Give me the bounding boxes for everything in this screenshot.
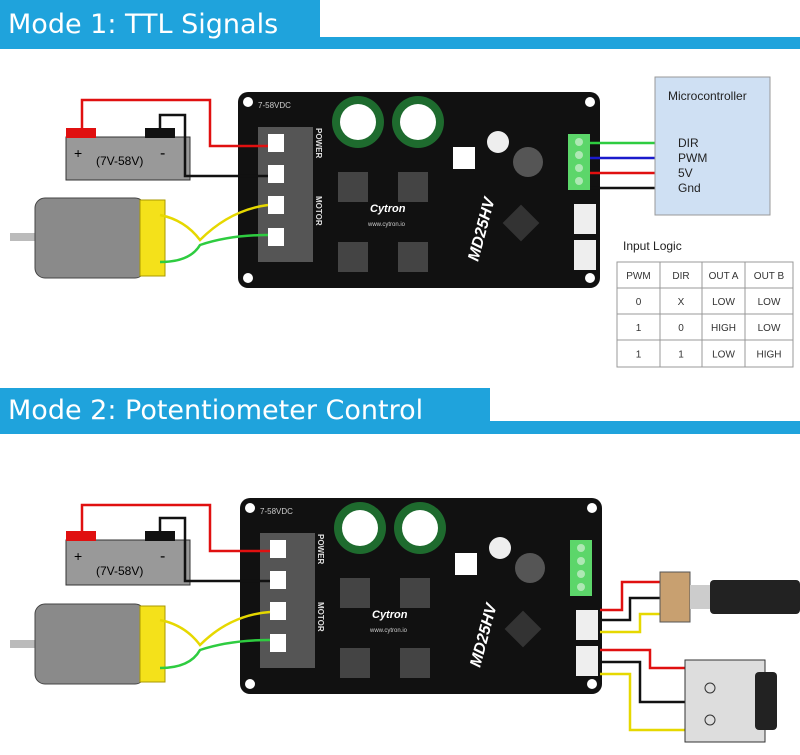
header-box bbox=[0, 388, 490, 434]
potentiometer[interactable] bbox=[659, 571, 800, 623]
table-header: DIR bbox=[672, 271, 689, 282]
table-cell bbox=[659, 287, 703, 315]
battery-plus-sign: + bbox=[74, 548, 82, 564]
table-cell bbox=[744, 313, 794, 341]
table-header: OUT B bbox=[754, 271, 785, 282]
table-cell-text: 0 bbox=[636, 297, 642, 308]
board-website: www.cytron.io bbox=[367, 222, 406, 228]
table-cell-text: HIGH bbox=[711, 323, 736, 334]
input-logic-title: Input Logic bbox=[623, 239, 682, 253]
mode2-title: Mode 2: Potentiometer Control bbox=[8, 395, 423, 426]
mode1-title: Mode 1: TTL Signals bbox=[8, 9, 278, 40]
board-voltage: 7-58VDC bbox=[260, 507, 293, 516]
table-cell bbox=[701, 287, 746, 315]
table-cell-text: 1 bbox=[636, 323, 642, 334]
battery: + - (7V-58V) bbox=[65, 128, 191, 181]
table-cell bbox=[659, 261, 703, 289]
table-cell bbox=[744, 261, 794, 289]
pin-label: PWM bbox=[678, 151, 707, 165]
board-power-label: POWER bbox=[316, 534, 325, 564]
microcontroller-box bbox=[654, 76, 771, 216]
table-cell-text: 1 bbox=[636, 350, 642, 361]
table-header: OUT A bbox=[709, 271, 739, 282]
battery: + - (7V-58V) bbox=[65, 531, 191, 586]
table-cell-text: LOW bbox=[712, 297, 735, 308]
dc-motor bbox=[10, 197, 166, 279]
board-motor-label: MOTOR bbox=[314, 196, 323, 226]
battery-minus-sign: - bbox=[160, 548, 165, 565]
table-cell-text: HIGH bbox=[757, 350, 782, 361]
pin-label: 5V bbox=[678, 166, 693, 180]
battery-voltage-label: (7V-58V) bbox=[96, 564, 143, 578]
table-header: PWM bbox=[626, 271, 650, 282]
dc-motor bbox=[10, 603, 166, 685]
battery-minus-sign: - bbox=[160, 145, 165, 162]
motor-driver-board bbox=[240, 498, 602, 694]
board-brand: Cytron bbox=[372, 609, 408, 621]
motor-driver-board bbox=[238, 92, 600, 288]
microcontroller-title: Microcontroller bbox=[668, 89, 747, 103]
table-cell bbox=[616, 261, 661, 289]
battery-plus-sign: + bbox=[74, 145, 82, 161]
table-cell bbox=[616, 287, 661, 315]
table-cell-text: LOW bbox=[758, 323, 781, 334]
board-voltage: 7-58VDC bbox=[258, 101, 291, 110]
pin-label: DIR bbox=[678, 136, 699, 150]
board-brand: Cytron bbox=[370, 203, 406, 215]
table-cell-text: LOW bbox=[758, 297, 781, 308]
header-box bbox=[0, 0, 320, 47]
table-cell bbox=[616, 339, 661, 368]
table-cell-text: X bbox=[678, 297, 685, 308]
table-cell-text: LOW bbox=[712, 350, 735, 361]
rocker-switch[interactable] bbox=[684, 659, 777, 743]
battery-voltage-label: (7V-58V) bbox=[96, 154, 143, 168]
board-power-label: POWER bbox=[314, 128, 323, 158]
board-website: www.cytron.io bbox=[369, 628, 408, 634]
table-cell bbox=[744, 339, 794, 368]
table-cell-text: 1 bbox=[678, 350, 684, 361]
table-cell bbox=[659, 313, 703, 341]
board-motor-label: MOTOR bbox=[316, 602, 325, 632]
table-cell-text: 0 bbox=[678, 323, 684, 334]
pin-label: Gnd bbox=[678, 181, 701, 195]
